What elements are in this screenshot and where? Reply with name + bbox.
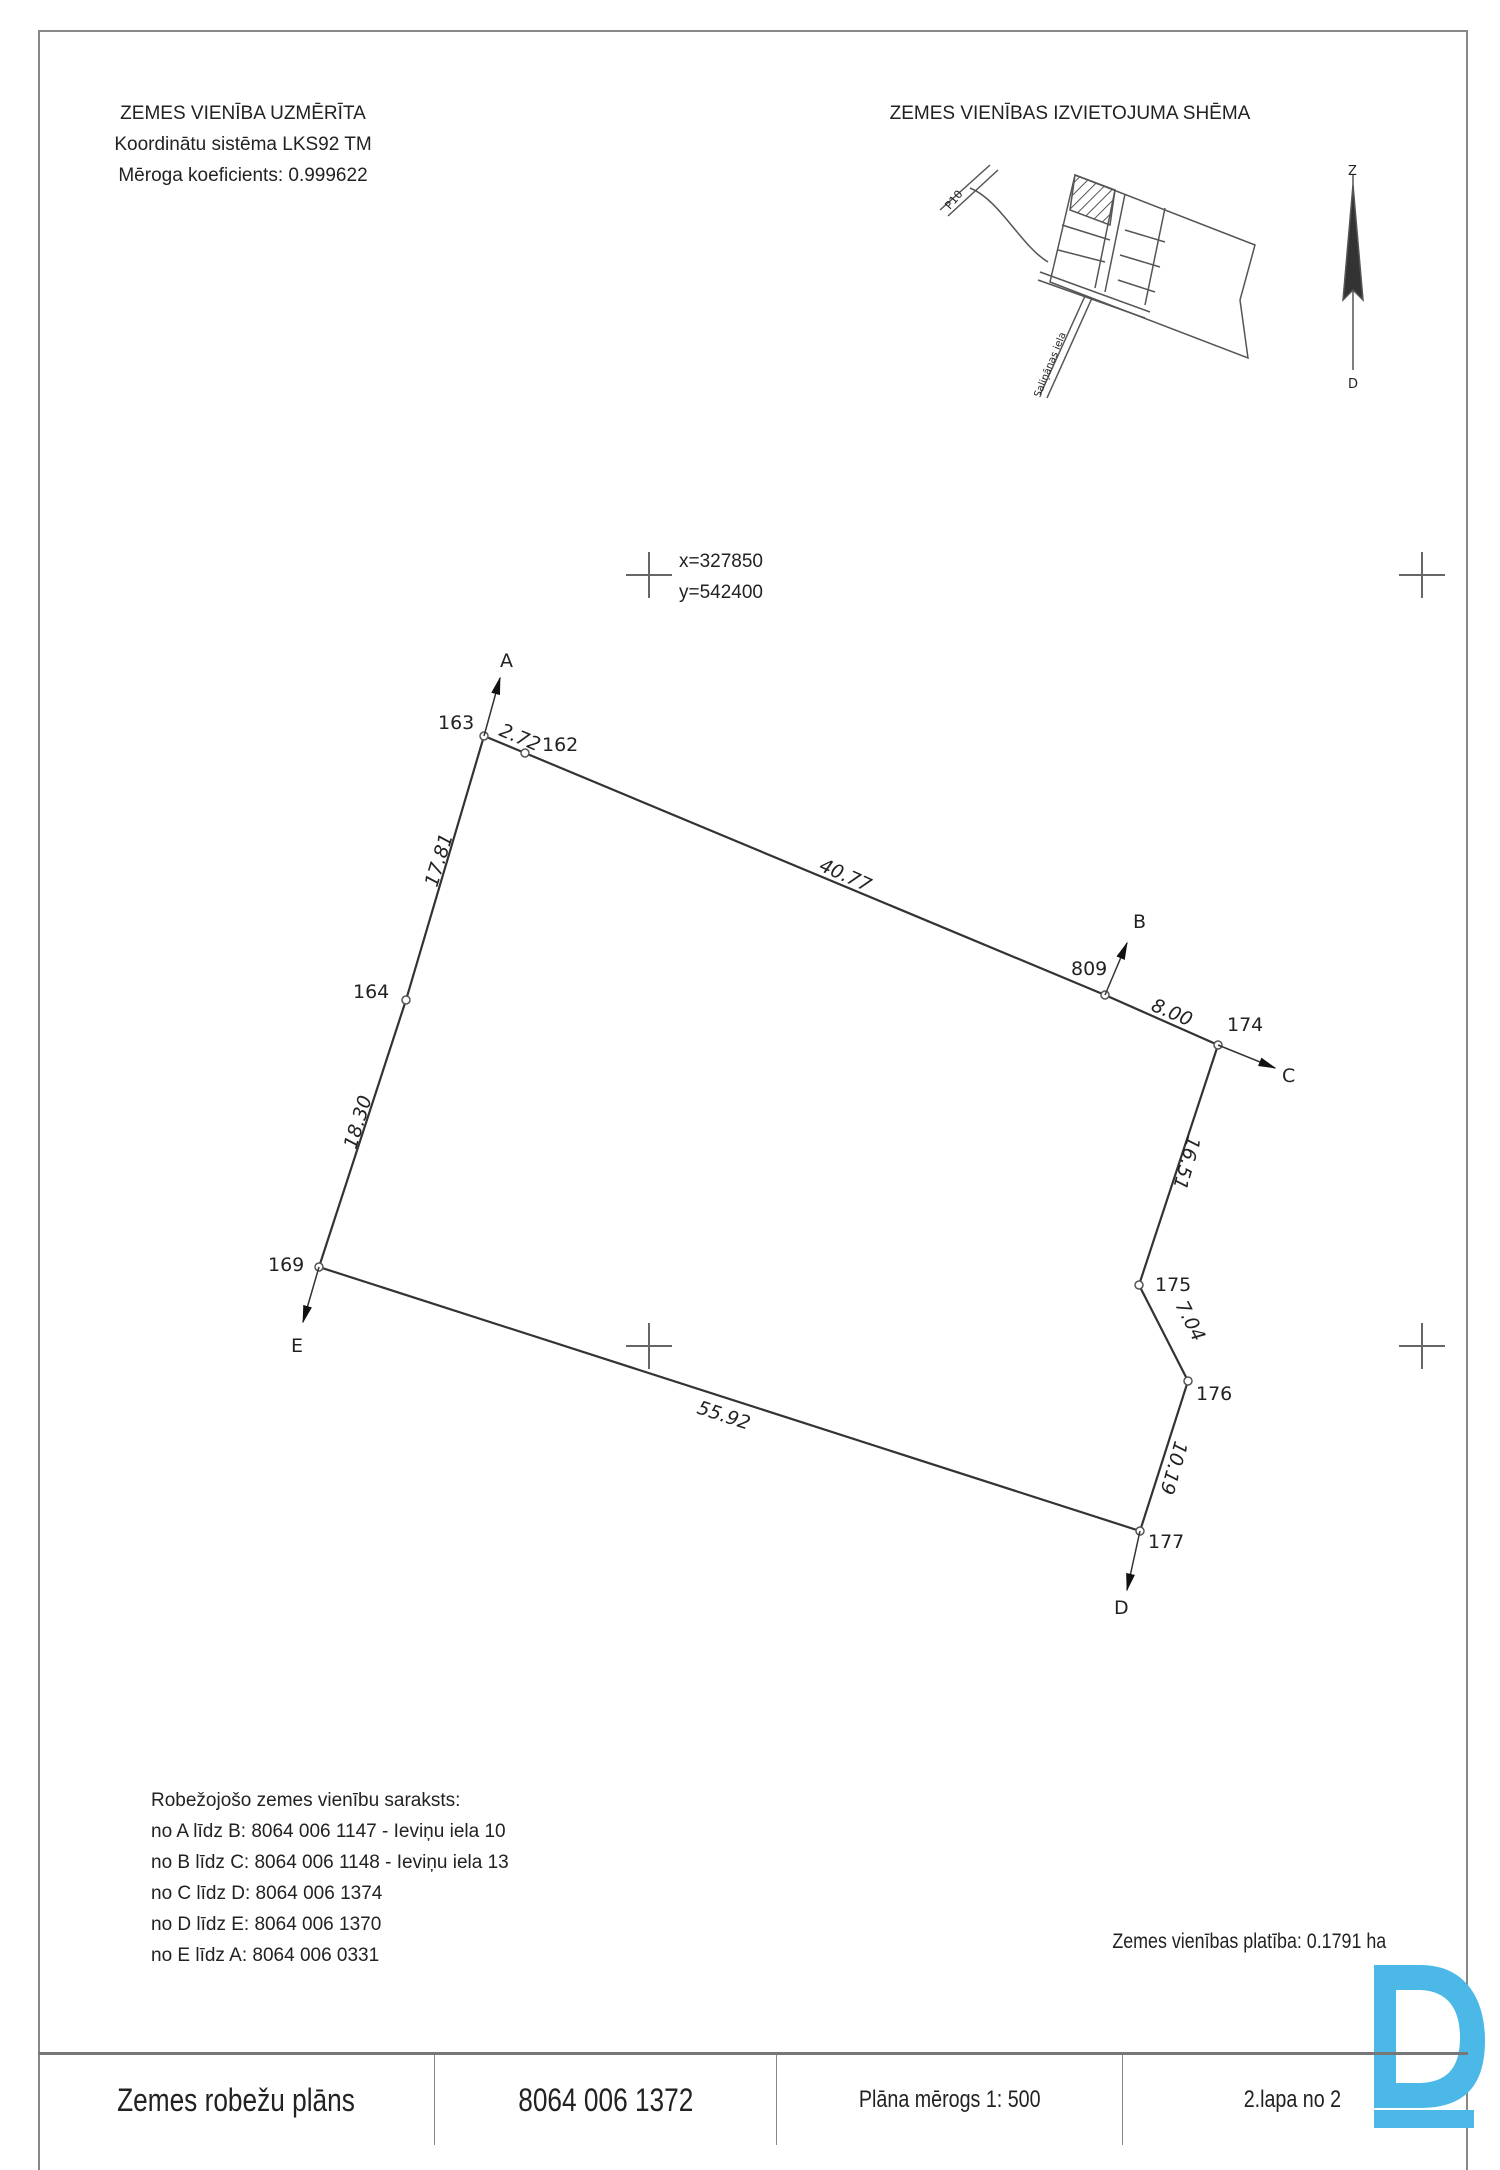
neighbor-item: no B līdz C: 8064 006 1148 - Ieviņu iela… [151, 1852, 509, 1873]
point-164: 164 [353, 981, 389, 1003]
point-169: 169 [268, 1254, 304, 1276]
survey-title: ZEMES VIENĪBA UZMĒRĪTA [120, 103, 366, 124]
point-162: 162 [542, 734, 578, 756]
page-frame [38, 30, 1468, 2170]
neighbor-item: no D līdz E: 8064 006 1370 [151, 1914, 382, 1935]
point-809: 809 [1071, 958, 1107, 980]
length-175-176: 7.04 [1171, 1297, 1210, 1345]
road-label-p10: P10 [942, 188, 965, 212]
point-174: 174 [1227, 1014, 1263, 1036]
direction-c: C [1282, 1065, 1295, 1087]
length-164-163: 17.81 [421, 831, 458, 889]
length-169-164: 18.30 [340, 1093, 377, 1151]
south-label: D [1348, 377, 1358, 392]
brand-logo [1374, 1965, 1485, 2128]
point-175: 175 [1155, 1274, 1191, 1296]
length-174-175: 16.51 [1168, 1134, 1204, 1192]
neighbor-item: no A līdz B: 8064 006 1147 - Ieviņu iela… [151, 1821, 506, 1842]
direction-arrows [302, 676, 1277, 1592]
neighbor-item: no E līdz A: 8064 006 0331 [151, 1945, 380, 1966]
direction-b: B [1133, 911, 1146, 933]
plan-title: Zemes robežu plāns [117, 2081, 355, 2118]
length-177-169: 55.92 [694, 1397, 753, 1435]
neighbor-list-title: Robežojošo zemes vienību saraksts: [151, 1790, 461, 1811]
location-scheme-title: ZEMES VIENĪBAS IZVIETOJUMA SHĒMA [889, 103, 1251, 124]
coordinate-x: x=327850 [679, 551, 763, 572]
parcel-boundary [317, 734, 1220, 1533]
coordinate-y: y=542400 [679, 582, 763, 603]
point-163: 163 [438, 712, 474, 734]
title-block: Zemes robežu plāns 8064 006 1372 Plāna m… [38, 2052, 1468, 2145]
grid-crosses [626, 552, 1445, 1369]
direction-e: E [291, 1335, 303, 1357]
point-176: 176 [1196, 1383, 1232, 1405]
neighbor-item: no C līdz D: 8064 006 1374 [151, 1883, 383, 1904]
direction-d: D [1114, 1597, 1129, 1619]
direction-a: A [500, 650, 513, 672]
length-162-809: 40.77 [816, 854, 875, 896]
north-label: Z [1348, 164, 1357, 179]
page-number: 2.lapa no 2 [1243, 2086, 1342, 2113]
plan-scale: Plāna mērogs 1: 500 [858, 2086, 1041, 2113]
coordinate-system: Koordinātu sistēma LKS92 TM [114, 134, 372, 155]
neighbor-list: Robežojošo zemes vienību saraksts: no A … [151, 1785, 509, 1971]
grid-coordinates: x=327850 y=542400 [679, 546, 763, 608]
parcel-area: Zemes vienības platība: 0.1791 ha [1112, 1930, 1386, 1953]
survey-info: ZEMES VIENĪBA UZMĒRĪTA Koordinātu sistēm… [60, 98, 426, 191]
point-177: 177 [1148, 1531, 1184, 1553]
scale-coefficient: Mēroga koeficients: 0.999622 [118, 165, 368, 186]
cadastre-number: 8064 006 1372 [517, 2081, 694, 2118]
location-scheme-map [939, 164, 1364, 399]
